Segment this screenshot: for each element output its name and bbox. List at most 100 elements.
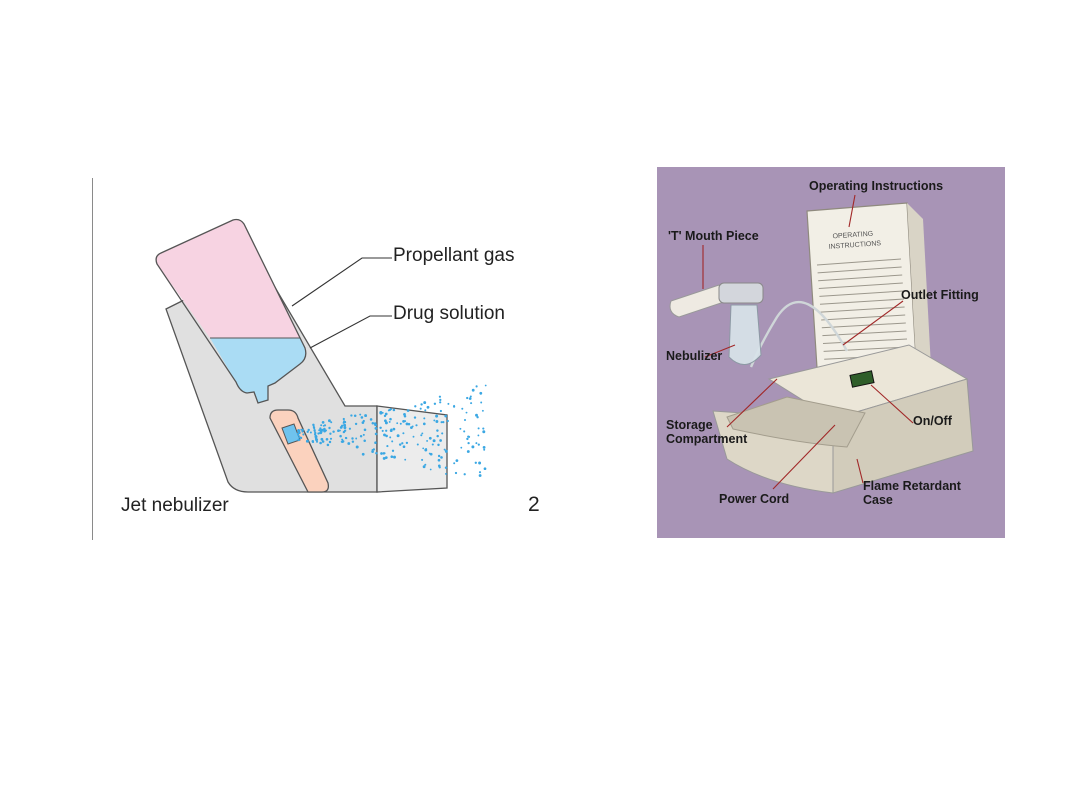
- spray-droplet: [396, 434, 400, 438]
- aerosol-spray: [296, 384, 487, 477]
- photo-leader-lines: [702, 194, 914, 490]
- spray-droplet: [466, 437, 469, 441]
- spray-droplet: [375, 451, 378, 455]
- spray-droplet: [482, 446, 486, 449]
- lid-side: [907, 203, 931, 377]
- spray-droplet: [479, 391, 483, 395]
- spray-droplet: [315, 440, 319, 443]
- spray-droplet: [439, 409, 443, 413]
- spray-droplet: [311, 441, 315, 444]
- spray-droplet: [328, 440, 332, 444]
- spray-droplet: [374, 441, 377, 444]
- spray-droplet: [341, 440, 345, 443]
- spray-droplet: [385, 429, 388, 432]
- spray-droplet: [302, 433, 305, 436]
- spray-droplet: [475, 442, 478, 445]
- spray-droplet: [439, 401, 442, 404]
- spray-droplet: [351, 437, 354, 440]
- spray-droplet: [467, 441, 470, 445]
- spray-droplet: [421, 458, 424, 461]
- spray-droplet: [424, 448, 428, 452]
- spray-droplet: [445, 472, 447, 475]
- spray-droplet: [412, 435, 415, 438]
- spray-droplet: [328, 419, 331, 423]
- spray-droplet: [313, 427, 316, 430]
- spray-droplet: [329, 437, 333, 440]
- propellant-leader: [291, 257, 392, 307]
- spray-droplet: [324, 429, 328, 432]
- spray-droplet: [416, 443, 419, 446]
- spray-droplet: [483, 448, 486, 451]
- spray-droplet: [307, 428, 310, 432]
- spray-droplet: [312, 424, 315, 427]
- spray-droplet: [323, 427, 326, 431]
- spray-droplet: [468, 397, 472, 400]
- spray-droplet: [442, 420, 445, 424]
- instruction-line: [818, 282, 903, 290]
- instruction-line: [817, 266, 902, 274]
- spray-droplet: [297, 429, 301, 433]
- on-off-label: On/Off: [913, 414, 953, 428]
- instruction-line: [821, 322, 906, 329]
- spray-droplet: [321, 421, 325, 424]
- spray-droplet: [433, 402, 437, 405]
- spray-droplet: [362, 419, 365, 423]
- spray-droplet: [363, 428, 367, 432]
- spray-droplet: [317, 432, 320, 435]
- valve-nozzle: [281, 423, 301, 445]
- spray-droplet: [339, 426, 343, 429]
- spray-droplet: [343, 429, 347, 432]
- spray-droplet: [423, 417, 426, 420]
- spray-droplet: [476, 416, 479, 419]
- spray-droplet: [407, 422, 411, 426]
- spray-droplet: [403, 413, 406, 416]
- drug-leader: [309, 315, 392, 349]
- spray-droplet: [480, 401, 483, 404]
- spray-droplet: [386, 445, 389, 448]
- spray-droplet: [431, 443, 434, 446]
- spray-droplet: [326, 443, 330, 447]
- spray-droplet: [470, 402, 473, 405]
- spray-droplet: [390, 429, 393, 433]
- spray-droplet: [337, 429, 340, 433]
- spray-droplet: [348, 427, 351, 430]
- drug-solution-label: Drug solution: [393, 303, 505, 324]
- spray-droplet: [422, 465, 426, 469]
- spray-droplet: [297, 434, 300, 437]
- spray-droplet: [374, 427, 378, 430]
- spray-droplet: [359, 413, 362, 416]
- spray-droplet: [469, 395, 472, 398]
- spray-droplet: [379, 411, 383, 414]
- spray-droplet: [383, 414, 387, 418]
- spray-droplet: [315, 438, 319, 442]
- spray-droplet: [339, 429, 341, 432]
- storage-label-line1: Storage: [666, 418, 713, 432]
- spray-droplet: [339, 434, 342, 438]
- spray-droplet: [482, 430, 486, 434]
- flame-retardant-label-line2: Case: [863, 493, 893, 507]
- spray-droplet: [413, 416, 417, 419]
- spray-droplet: [440, 456, 443, 459]
- spray-droplet: [389, 436, 392, 439]
- spray-droplet: [435, 420, 439, 423]
- spray-droplet: [468, 435, 471, 438]
- nebulizer-label: Nebulizer: [666, 349, 722, 363]
- spray-droplet: [321, 428, 324, 432]
- spray-droplet: [345, 437, 348, 440]
- spray-droplet: [305, 439, 309, 443]
- spray-droplet: [371, 421, 375, 425]
- spray-droplet: [437, 458, 441, 462]
- spray-droplet: [301, 428, 305, 431]
- spray-droplet: [439, 398, 442, 402]
- spray-droplet: [369, 418, 373, 421]
- spray-droplet: [343, 420, 347, 424]
- spray-droplet: [313, 430, 316, 433]
- spray-droplet: [393, 455, 396, 459]
- spray-droplet: [363, 439, 366, 443]
- spray-droplet: [383, 452, 386, 455]
- lid-heading-2: INSTRUCTIONS: [828, 240, 881, 251]
- spray-droplet: [392, 427, 396, 431]
- spray-droplet: [401, 442, 404, 445]
- canister-outline: [155, 218, 307, 404]
- spray-droplet: [372, 448, 376, 451]
